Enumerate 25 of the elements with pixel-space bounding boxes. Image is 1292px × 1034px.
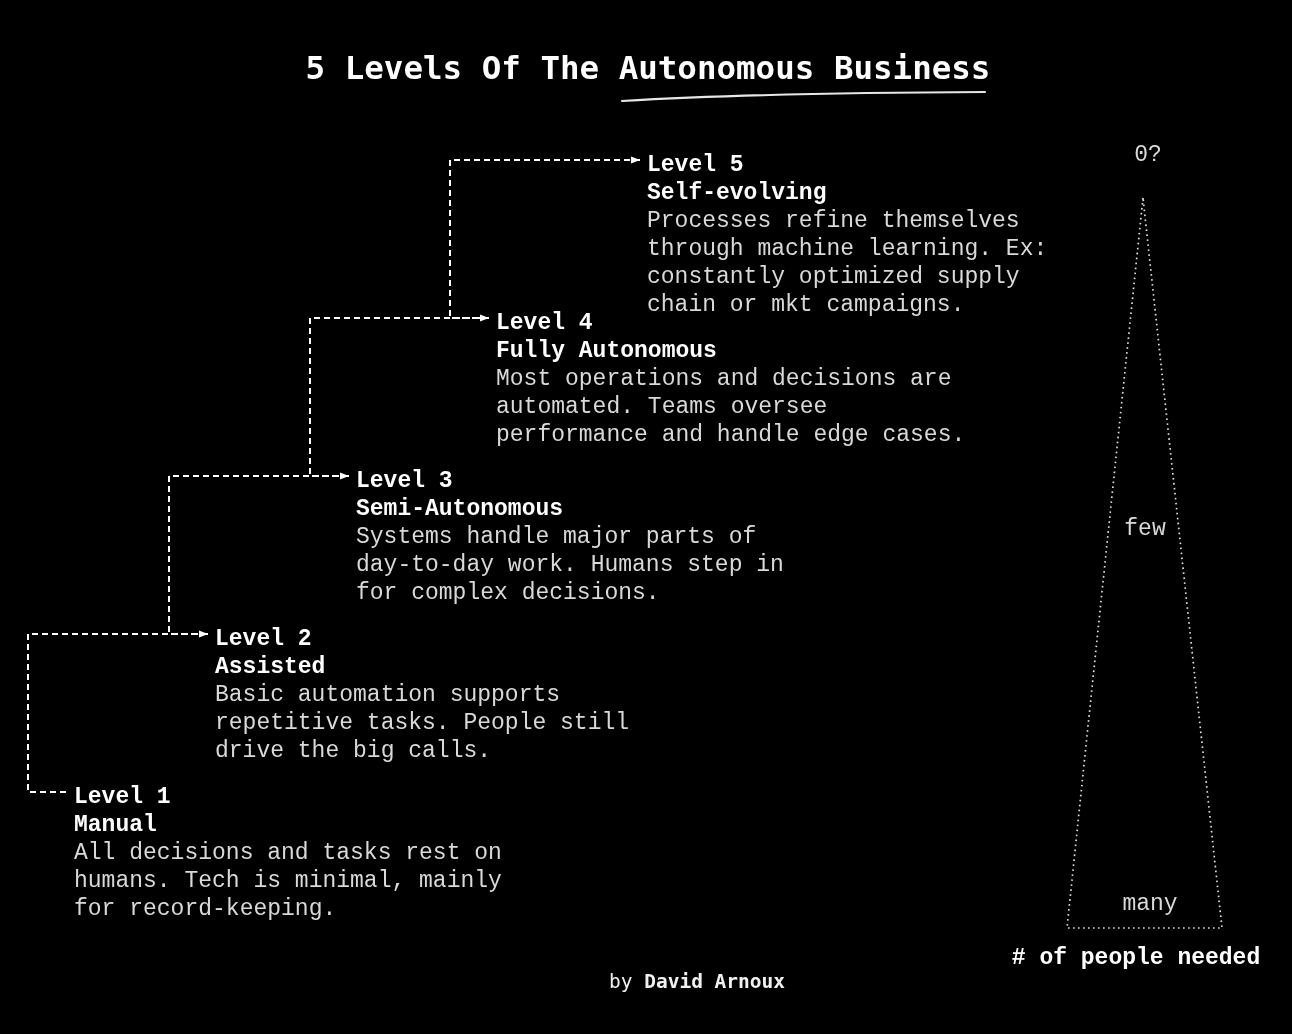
level-description: Basic automation supports repetitive tasks. People still drive the big calls. bbox=[215, 681, 631, 765]
level-heading: Level 4 bbox=[496, 309, 593, 337]
scale-label: many bbox=[1122, 890, 1178, 918]
dashed-arrow bbox=[168, 472, 350, 635]
dashed-arrow bbox=[309, 314, 490, 477]
level-title: Fully Autonomous bbox=[496, 337, 717, 365]
level-description: Systems handle major parts of day-to-day work. Humans step in for complex decisions. bbox=[356, 523, 785, 607]
diagram-title: 5 Levels Of The Autonomous Business bbox=[305, 48, 991, 88]
author-credit: by David Arnoux bbox=[608, 970, 786, 994]
level-heading: Level 1 bbox=[74, 783, 171, 811]
level-title: Manual bbox=[74, 811, 157, 839]
level-heading: Level 5 bbox=[647, 151, 744, 179]
scale-label: 0? bbox=[1134, 141, 1162, 169]
level-description: All decisions and tasks rest on humans. Tech is minimal, mainly for record-keeping. bbox=[74, 839, 503, 923]
axis-title: # of people needed bbox=[1011, 944, 1261, 972]
scale-label: few bbox=[1124, 515, 1166, 543]
level-title: Assisted bbox=[215, 653, 326, 681]
dashed-arrow bbox=[27, 630, 209, 793]
level-title: Self-evolving bbox=[647, 179, 827, 207]
level-description: Processes refine themselves through machine learning. Ex: constantly optimized supply chain or mkt campaigns. bbox=[647, 207, 1049, 319]
dashed-arrow bbox=[449, 156, 641, 319]
level-heading: Level 3 bbox=[356, 467, 453, 495]
level-description: Most operations and decisions are automated. Teams oversee performance and handle edge cases. bbox=[496, 365, 967, 449]
level-heading: Level 2 bbox=[215, 625, 312, 653]
level-title: Semi-Autonomous bbox=[356, 495, 564, 523]
